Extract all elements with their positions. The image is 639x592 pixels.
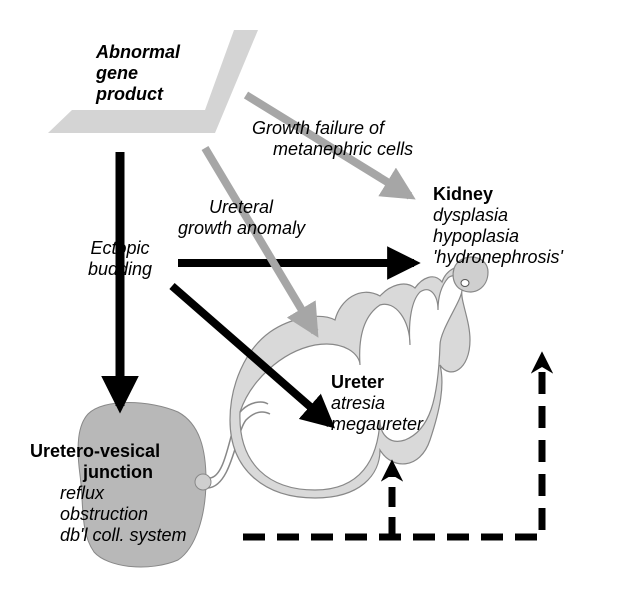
distal-ureter-tube-inner: [207, 411, 271, 489]
uvj-label: Uretero-vesical junction reflux obstruct…: [30, 441, 186, 546]
uvj-item: db'l coll. system: [60, 525, 187, 545]
kidney-label: Kidney dysplasia hypoplasia 'hydronephro…: [433, 184, 563, 268]
ureter-item: atresia: [331, 393, 386, 413]
arrow-budding-to-ureter: [169, 282, 336, 429]
uvj-item: obstruction: [60, 504, 149, 524]
uvj-title: junction: [83, 462, 153, 482]
kidney-item: dysplasia: [433, 205, 509, 225]
ureter-title: Ureter: [331, 372, 385, 392]
arrow-growth-failure-to-kidney: [243, 91, 416, 200]
uvj-item: reflux: [60, 483, 105, 503]
kidney-title: Kidney: [433, 184, 494, 204]
uvj-title: Uretero-vesical: [30, 441, 161, 461]
ureter-label: Ureter atresia megaureter: [331, 372, 423, 435]
kidney-pelvis: [460, 279, 470, 287]
gene-product-label: Abnormal gene product: [96, 42, 181, 104]
arrow-ureteral-growth-to-ureter: [201, 145, 319, 338]
gene-product-band: [48, 30, 258, 133]
ureter-orifice: [194, 473, 212, 491]
ectopic-budding-label: Ectopic budding: [88, 238, 153, 279]
bladder-shape: [77, 402, 207, 568]
ureteral-growth-label: Ureteral growth anomaly: [178, 197, 306, 238]
kidney-item: 'hydronephrosis': [433, 247, 563, 267]
dashed-path-to-kidney: [243, 351, 554, 541]
growth-failure-label: Growth failure of metanephric cells: [252, 118, 414, 159]
ureter-item: megaureter: [331, 414, 424, 434]
kidney-item: hypoplasia: [433, 226, 520, 246]
distal-ureter-tube: [209, 401, 269, 479]
